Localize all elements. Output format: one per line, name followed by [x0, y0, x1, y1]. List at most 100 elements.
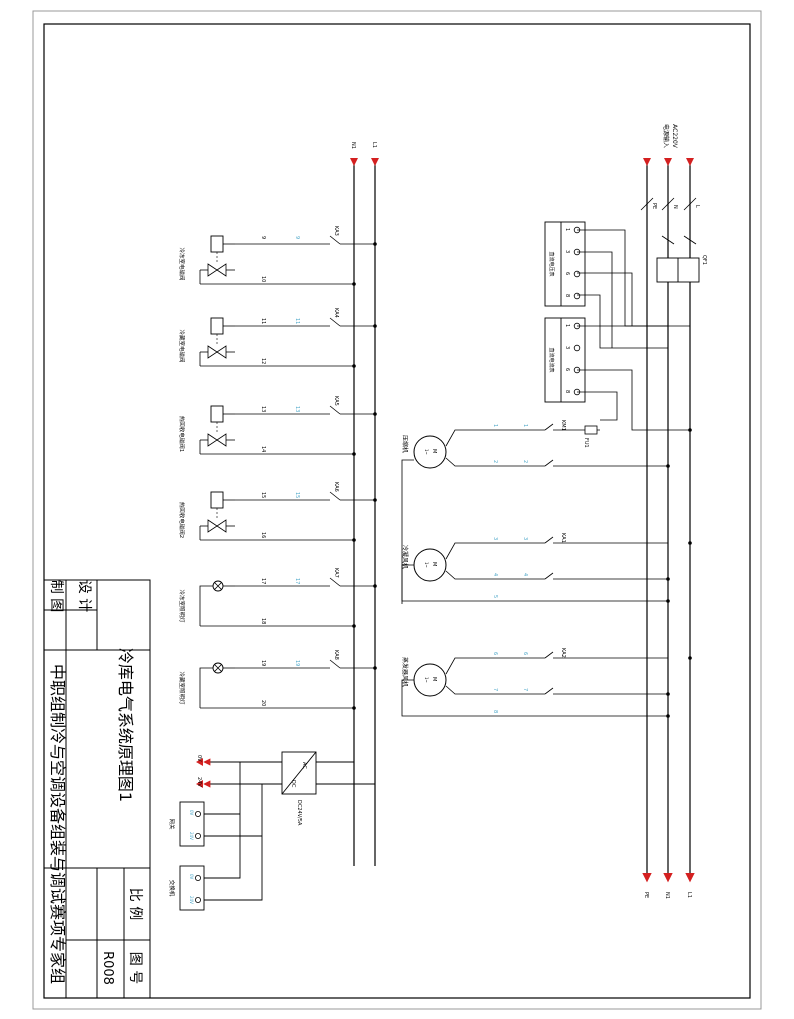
wire-number: 16 [260, 532, 266, 538]
title-block: 设 计 制 图 冷库电气系统原理图1 中职组制冷与空调设备组装与调试赛项专家组 … [43, 579, 151, 999]
wire-number: 10 [260, 276, 266, 282]
motor-phase: 1~ [424, 449, 429, 455]
wire-number: 13 [260, 406, 266, 412]
motor-name: 冷凝风机 [401, 545, 409, 569]
bottom-label-L1: L1 [686, 892, 692, 898]
wire-number: 18 [260, 618, 266, 624]
breaker-qf1 [656, 235, 700, 283]
meter-terminal [573, 270, 581, 278]
scale-label: 比 例 [127, 888, 143, 920]
meter-current-label: 直流电流表 [548, 347, 555, 372]
bottom-label-PE: PE [643, 892, 649, 898]
device-terminal-label: 24V [189, 896, 194, 904]
dc-device: 0V 24V 交换机 [168, 865, 205, 911]
valve-icon [207, 433, 227, 447]
motor-symbol: M [431, 677, 437, 681]
relay-label: KA6 [333, 482, 339, 492]
wire-number: 17 [260, 578, 266, 584]
meter-terminal-number: 8 [564, 390, 570, 393]
outer-border [32, 10, 762, 1010]
relay-label: KA8 [333, 650, 339, 660]
control-label-L1: L1 [371, 142, 377, 148]
contactor-label: KM1 [560, 420, 566, 431]
wire-number: 2 [492, 460, 498, 463]
motor-icon [413, 435, 447, 469]
wire-number: 1 [522, 424, 528, 427]
relay-label: KA7 [333, 568, 339, 578]
wire-number: 12 [260, 358, 266, 364]
meter-terminal [573, 344, 581, 352]
wire-number: 11 [294, 318, 300, 324]
drawing-title: 冷库电气系统原理图1 [116, 648, 135, 802]
organization: 中职组制冷与空调设备组装与调试赛项专家组 [48, 664, 67, 984]
wire-number: 3 [492, 537, 498, 540]
relay-label: KA4 [333, 308, 339, 318]
wire-number: 14 [260, 446, 266, 452]
top-arrows [643, 158, 694, 166]
wire-number: 6 [492, 652, 498, 655]
solenoid-coil-icon [210, 491, 224, 509]
draw-label: 制 图 [48, 580, 64, 612]
meter-terminal-number: 6 [564, 368, 570, 371]
device-terminal [194, 897, 201, 904]
wire-number: 9 [294, 236, 300, 239]
control-buses [353, 158, 376, 866]
line-N: N [672, 205, 678, 209]
control-label-N1: N1 [350, 142, 356, 149]
meter-wiring [577, 229, 690, 431]
meter-terminal-number: 8 [564, 294, 570, 297]
motor-symbol: M [431, 562, 437, 566]
contactor-label: KA2 [560, 648, 566, 658]
breaker-label: QF1 [701, 255, 707, 265]
psu-out-24v: 24V [196, 777, 202, 787]
device-name: 交换机 [168, 880, 176, 897]
relay-label: KA3 [333, 226, 339, 236]
wire-number: 2 [522, 460, 528, 463]
meter-terminal-number: 6 [564, 272, 570, 275]
motor-section: M1~压缩机1212KM1FU1M1~冷凝风机3434KA15M1~蒸发器风机6… [401, 420, 692, 718]
wire-number: 7 [522, 688, 528, 691]
meter-voltage-label: 直流电压表 [548, 251, 555, 276]
line-PE: PE [651, 203, 657, 209]
wire-number: 4 [492, 573, 498, 576]
device-terminal-label: 24V [189, 832, 194, 840]
wire-number: 15 [294, 492, 300, 498]
valve-icon [207, 345, 227, 359]
wire-number: 17 [294, 578, 300, 584]
device-terminal-label: 0V [189, 874, 194, 880]
solenoid-coil-icon [210, 235, 224, 253]
contactor-label: KA1 [560, 533, 566, 543]
wire-number: 11 [260, 318, 266, 324]
wire-number: 19 [260, 660, 266, 666]
meter-terminal [573, 292, 581, 300]
wire-number: 13 [294, 406, 300, 412]
valve-icon [207, 519, 227, 533]
wire-number: 4 [522, 573, 528, 576]
dc-power-supply [202, 751, 375, 901]
meter-terminal-number: 1 [564, 324, 570, 327]
motor-symbol: M [431, 449, 437, 453]
supply-label-2: 电源输入 [662, 124, 670, 148]
meter-current [544, 317, 586, 403]
device-terminal [194, 875, 201, 882]
valve-icon [207, 263, 227, 277]
solenoid-coil-icon [210, 317, 224, 335]
branch-name: 热回收电磁阀1 [178, 416, 186, 453]
relay-label: KA5 [333, 396, 339, 406]
device-terminal [194, 833, 201, 840]
psu-out-0v: 0V [196, 755, 202, 762]
wire-number: 19 [294, 660, 300, 666]
drawing-no-label: 图 号 [127, 952, 143, 984]
wire-number: 7 [492, 688, 498, 691]
meter-voltage [544, 221, 586, 307]
fuse-label: FU1 [583, 438, 589, 448]
